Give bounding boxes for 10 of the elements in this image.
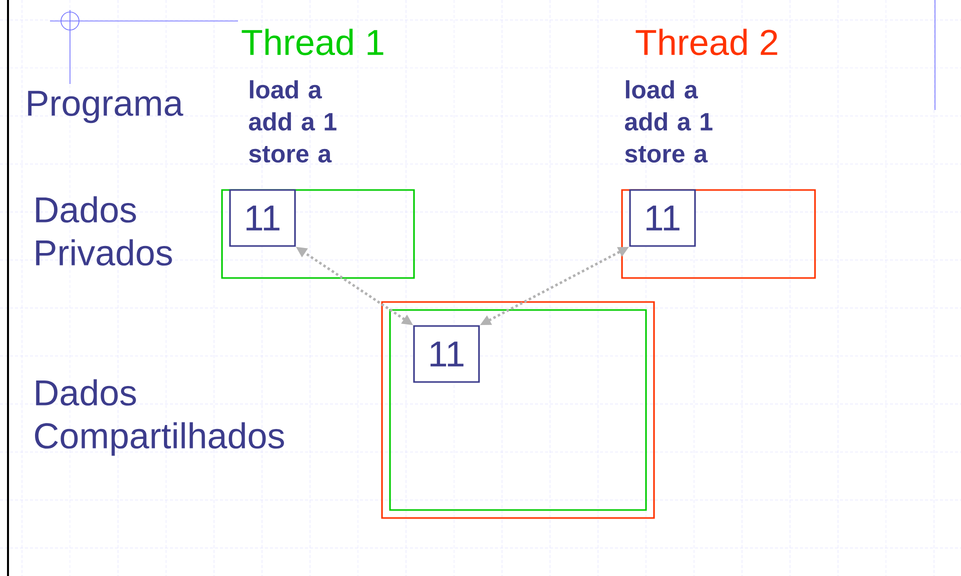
program-code: load a add a 1 store a: [248, 80, 336, 163]
thread-title: Thread 1: [242, 28, 384, 56]
row-label: Programa: [28, 90, 184, 124]
value-box: 11: [229, 189, 296, 247]
value-box: 11: [413, 325, 480, 383]
row-label: Dados Privados: [36, 196, 172, 266]
value-box: 11: [629, 189, 696, 247]
row-label: Dados Compartilhados: [35, 379, 284, 456]
program-code: load a add a 1 store a: [624, 80, 712, 163]
thread-title: Thread 2: [636, 28, 778, 56]
